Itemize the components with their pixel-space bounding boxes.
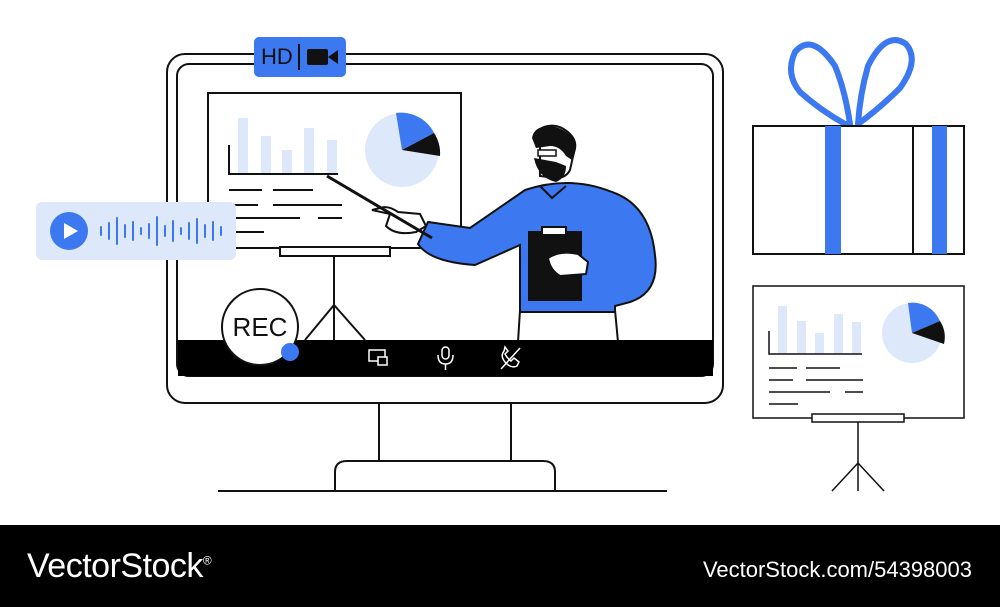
wave-bar	[204, 224, 206, 238]
screen-share-icon[interactable]	[368, 349, 388, 366]
wave-bar	[188, 222, 190, 240]
wave-bar	[108, 222, 110, 240]
presenter	[326, 124, 657, 343]
brand-name: VectorStock	[27, 547, 203, 585]
wave-bar	[220, 226, 222, 236]
wave-bar	[124, 224, 126, 238]
wave-bar	[212, 221, 214, 241]
video-camera-icon	[306, 49, 338, 65]
rec-dot-icon	[281, 343, 299, 361]
microphone-icon[interactable]	[437, 346, 454, 370]
wave-bar	[140, 227, 142, 235]
wave-bar	[172, 220, 174, 242]
footer: VectorStock® VectorStock.com/54398003	[0, 525, 1000, 607]
wave-bar	[196, 218, 198, 244]
hd-badge: HD	[254, 37, 346, 77]
brand-mark: ®	[202, 553, 212, 568]
illustration	[166, 37, 965, 492]
phone-icon[interactable]	[500, 345, 521, 370]
rec-label: REC	[232, 311, 288, 342]
audio-waveform	[100, 212, 222, 250]
wave-bar	[156, 216, 158, 246]
wave-bar	[148, 223, 150, 239]
monitor-whiteboard	[207, 92, 462, 341]
audio-player	[36, 202, 236, 260]
side-whiteboard	[752, 285, 965, 492]
wave-bar	[164, 225, 166, 237]
gift-box	[752, 37, 965, 255]
play-icon[interactable]	[50, 212, 88, 250]
wave-bar	[116, 217, 118, 245]
wave-bar	[132, 221, 134, 241]
brand-logo: VectorStock®	[27, 547, 212, 586]
wave-bar	[100, 226, 102, 236]
hd-label: HD	[261, 44, 293, 69]
hd-separator	[297, 44, 300, 70]
image-id: VectorStock.com/54398003	[702, 557, 972, 582]
wave-bar	[180, 227, 182, 235]
